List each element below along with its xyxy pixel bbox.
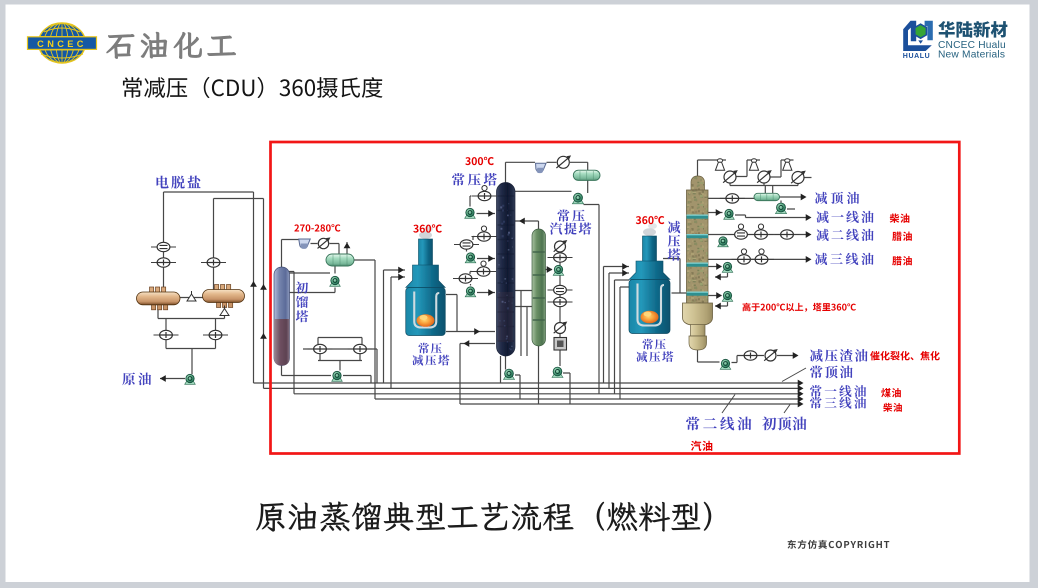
svg-text:HUALU: HUALU — [903, 53, 931, 60]
svg-text:CNCEC Hualu: CNCEC Hualu — [938, 40, 1006, 51]
svg-text:CNCEC: CNCEC — [37, 39, 87, 49]
svg-text:New Materials: New Materials — [938, 50, 1005, 61]
